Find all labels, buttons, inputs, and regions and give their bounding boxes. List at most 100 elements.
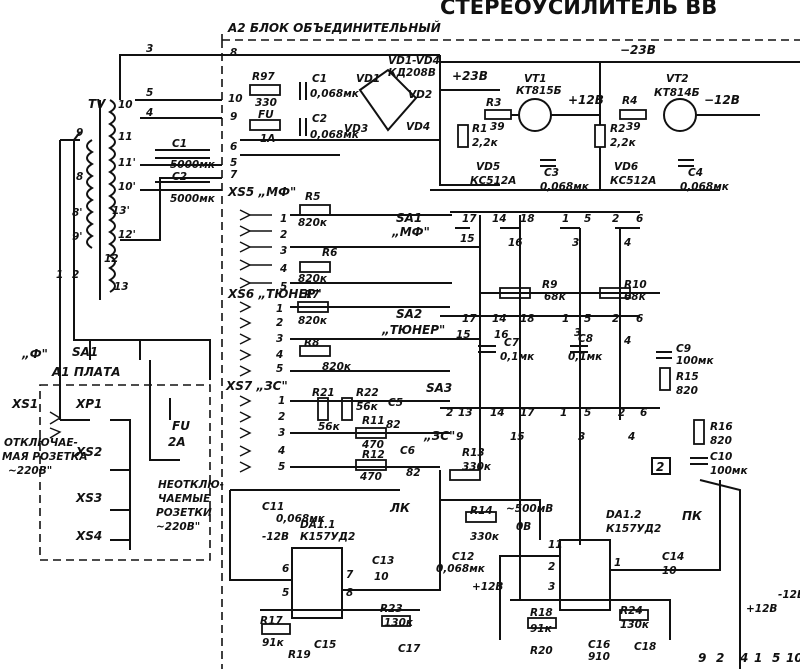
svg-text:0,068мк: 0,068мк bbox=[310, 88, 360, 100]
svg-text:1: 1 bbox=[562, 213, 569, 225]
svg-text:15: 15 bbox=[510, 431, 525, 443]
svg-text:470: 470 bbox=[361, 439, 384, 451]
svg-text:3: 3 bbox=[278, 427, 285, 439]
svg-text:16: 16 bbox=[494, 329, 509, 341]
svg-text:C13: C13 bbox=[372, 555, 394, 567]
svg-text:56к: 56к bbox=[356, 401, 379, 413]
svg-text:R12: R12 bbox=[362, 449, 385, 461]
svg-text:0,1мк: 0,1мк bbox=[568, 351, 603, 363]
svg-text:КТ814Б: КТ814Б bbox=[654, 87, 700, 99]
svg-text:4: 4 bbox=[623, 335, 631, 347]
svg-text:1A: 1A bbox=[260, 133, 275, 145]
svg-text:КС512А: КС512А bbox=[610, 175, 656, 187]
svg-text:R7: R7 bbox=[304, 289, 320, 301]
svg-text:R17: R17 bbox=[260, 615, 283, 627]
svg-text:10: 10 bbox=[786, 651, 800, 665]
svg-text:91к: 91к bbox=[530, 623, 553, 635]
connector-xs5: XS5 „МФ" 1 2 3 4 5 bbox=[227, 185, 296, 293]
svg-text:0,068мк: 0,068мк bbox=[436, 563, 486, 575]
svg-text:КД208В: КД208В bbox=[388, 67, 436, 79]
svg-text:11: 11 bbox=[118, 131, 133, 143]
opamp-da11: DA1.1 К157УД2 6 5 7 8 bbox=[282, 519, 355, 619]
svg-text:5: 5 bbox=[282, 587, 289, 599]
svg-text:2: 2 bbox=[72, 269, 79, 281]
svg-text:3: 3 bbox=[574, 327, 581, 339]
svg-text:14: 14 bbox=[492, 313, 507, 325]
svg-text:VD6: VD6 bbox=[614, 161, 638, 173]
svg-text:ОТКЛЮЧАЕ-: ОТКЛЮЧАЕ- bbox=[4, 437, 78, 449]
svg-text:4: 4 bbox=[279, 263, 287, 275]
svg-text:C7: C7 bbox=[504, 337, 520, 349]
svg-text:C2: C2 bbox=[172, 171, 187, 183]
svg-text:-12В: -12В bbox=[778, 589, 800, 601]
svg-text:C1: C1 bbox=[172, 138, 187, 150]
svg-text:4: 4 bbox=[739, 651, 748, 665]
svg-text:~220В": ~220В" bbox=[8, 465, 52, 477]
svg-text:2,2к: 2,2к bbox=[472, 137, 499, 149]
switch-sa3: SA3 „ЗС" 2 13 14 17 1 5 2 6 9 15 3 4 bbox=[423, 381, 660, 443]
svg-text:2: 2 bbox=[618, 407, 625, 419]
svg-text:39: 39 bbox=[626, 121, 641, 133]
header-title: СТЕРЕОУСИЛИТЕЛЬ ВВ bbox=[440, 0, 717, 19]
svg-text:1: 1 bbox=[560, 407, 567, 419]
svg-text:R97: R97 bbox=[252, 71, 275, 83]
svg-text:2А: 2А bbox=[168, 435, 186, 449]
svg-text:К157УД2: К157УД2 bbox=[606, 523, 661, 535]
resistor-r97: R97 330 bbox=[249, 71, 281, 109]
plate-a1: „Ф" SA1 А1 ПЛАТА XS1 XP1 FU 2А XS2 XS3 X… bbox=[2, 260, 224, 561]
svg-text:2: 2 bbox=[716, 651, 724, 665]
svg-text:1: 1 bbox=[56, 269, 63, 281]
svg-text:6: 6 bbox=[282, 563, 289, 575]
svg-text:13: 13 bbox=[458, 407, 473, 419]
transistor-vt1: VT1 КТ815Б bbox=[516, 73, 562, 132]
svg-text:C4: C4 bbox=[688, 167, 703, 179]
svg-text:9: 9 bbox=[456, 431, 463, 443]
svg-text:8: 8 bbox=[230, 47, 237, 59]
svg-text:FU: FU bbox=[172, 419, 190, 433]
svg-text:2: 2 bbox=[612, 313, 619, 325]
svg-text:330к: 330к bbox=[470, 531, 500, 543]
svg-text:15: 15 bbox=[456, 329, 471, 341]
svg-text:8: 8 bbox=[346, 587, 353, 599]
svg-text:-12В: -12В bbox=[262, 531, 289, 543]
svg-text:+23В: +23В bbox=[452, 69, 488, 83]
svg-text:4: 4 bbox=[623, 237, 631, 249]
svg-text:C11: C11 bbox=[262, 501, 284, 513]
svg-text:XS5 „МФ": XS5 „МФ" bbox=[227, 185, 296, 199]
svg-text:C10: C10 bbox=[710, 451, 732, 463]
svg-text:VD2: VD2 bbox=[408, 89, 432, 101]
svg-text:FU: FU bbox=[258, 109, 274, 121]
svg-text:820к: 820к bbox=[298, 217, 328, 229]
svg-text:R1: R1 bbox=[472, 123, 487, 135]
svg-text:C18: C18 bbox=[634, 641, 656, 653]
svg-text:910: 910 bbox=[588, 651, 610, 663]
svg-text:„ТЮНЕР": „ТЮНЕР" bbox=[381, 323, 445, 337]
svg-text:3: 3 bbox=[578, 431, 585, 443]
switch-sa2: SA2 „ТЮНЕР" 17 14 18 1 5 2 6 15 16 3 4 bbox=[381, 307, 643, 347]
svg-text:−12В: −12В bbox=[704, 93, 740, 107]
svg-text:6: 6 bbox=[636, 213, 643, 225]
svg-text:C6: C6 bbox=[400, 445, 415, 457]
svg-text:6: 6 bbox=[230, 141, 237, 153]
svg-text:470: 470 bbox=[359, 471, 382, 483]
svg-text:13': 13' bbox=[112, 205, 130, 217]
svg-text:R9: R9 bbox=[542, 279, 557, 291]
svg-text:DA1.1: DA1.1 bbox=[300, 519, 335, 531]
svg-text:1: 1 bbox=[278, 395, 285, 407]
svg-text:R20: R20 bbox=[530, 645, 553, 657]
svg-text:18: 18 bbox=[520, 313, 535, 325]
svg-text:+12В: +12В bbox=[746, 603, 777, 615]
svg-text:5000мк: 5000мк bbox=[170, 159, 216, 171]
svg-text:R13: R13 bbox=[462, 447, 485, 459]
svg-text:R21: R21 bbox=[312, 387, 335, 399]
svg-text:820к: 820к bbox=[298, 315, 328, 327]
svg-text:820: 820 bbox=[676, 385, 698, 397]
svg-text:14: 14 bbox=[490, 407, 505, 419]
svg-text:НЕОТКЛЮ-: НЕОТКЛЮ- bbox=[158, 479, 224, 491]
svg-text:КС512А: КС512А bbox=[470, 175, 516, 187]
svg-text:C14: C14 bbox=[662, 551, 684, 563]
svg-text:К157УД2: К157УД2 bbox=[300, 531, 355, 543]
svg-text:4: 4 bbox=[277, 445, 285, 457]
svg-text:XS4: XS4 bbox=[75, 529, 102, 543]
transistor-vt2: VT2 КТ814Б bbox=[654, 73, 700, 132]
